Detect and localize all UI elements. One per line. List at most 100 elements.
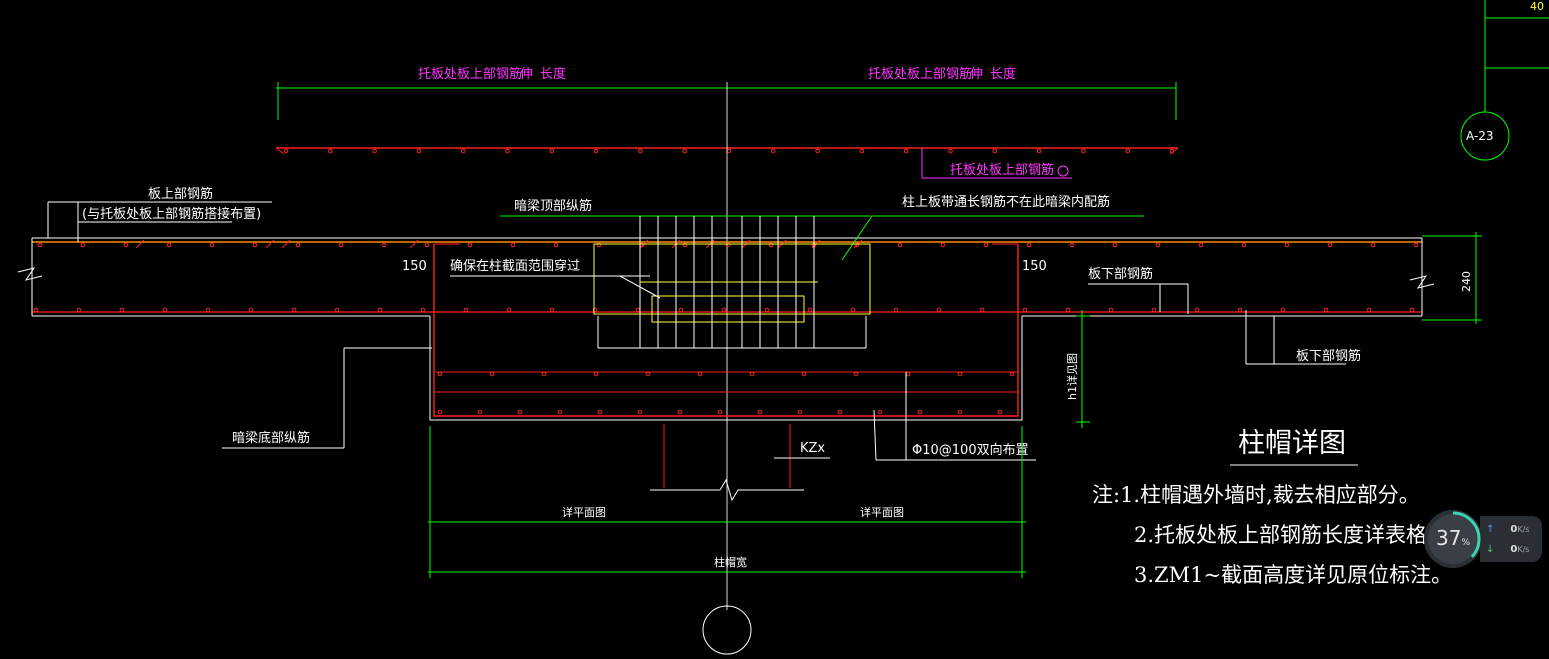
ensure-note: 确保在柱截面范围穿过	[450, 258, 580, 274]
rebar-dot	[593, 371, 599, 377]
rebar-dot	[1108, 307, 1114, 313]
rebar-dot	[957, 371, 963, 377]
rebar-dot	[1022, 307, 1028, 313]
rebar-dot	[1280, 307, 1286, 313]
rebar-dot	[877, 409, 883, 415]
top-label-right: 托板处板上部钢筋	[868, 66, 972, 82]
download-value: 0	[1510, 544, 1518, 555]
dim-h1-note: h1详见图	[1065, 353, 1079, 400]
upload-value: 0	[1510, 524, 1518, 535]
rebar-dot	[726, 148, 732, 154]
rebar-dot	[119, 307, 125, 313]
rebar-dot	[295, 242, 301, 248]
rebar-dot	[467, 242, 473, 248]
slab-top-rebar-leader	[47, 201, 272, 242]
rebar-dot	[682, 242, 688, 248]
rebar-dot	[549, 307, 555, 313]
rebar-dot	[291, 307, 297, 313]
usage-percent-sign: %	[1461, 538, 1471, 548]
rebar-dot	[983, 242, 989, 248]
rebar-hook	[135, 239, 145, 249]
top-label-left: 托板处板上部钢筋	[418, 66, 522, 82]
rebar-dot	[553, 242, 559, 248]
network-speed-widget[interactable]: ↑0K/s ↓0K/s 37%	[1424, 510, 1542, 568]
note-3: 3.ZM1~截面高度详见原位标注。	[1134, 563, 1452, 587]
usage-percent: 37%	[1436, 526, 1470, 550]
slab-top-rebar-note: (与托板处板上部钢筋搭接布置)	[82, 206, 261, 222]
rebar-hook	[409, 239, 419, 249]
rebar-dot	[1370, 242, 1376, 248]
rebar-dot	[645, 371, 651, 377]
break-mark-right	[1409, 275, 1435, 289]
column-strip-leader	[841, 215, 873, 261]
rebar-dot	[979, 307, 985, 313]
dim-150-left: 150	[402, 259, 427, 274]
column-capital-outline	[429, 243, 1023, 421]
dim-right-half: 详平面图	[860, 505, 904, 519]
rebar-dot	[37, 242, 43, 248]
download-rate: ↓0K/s	[1486, 544, 1529, 555]
rebar-dot	[592, 307, 598, 313]
ensure-leader-2	[619, 275, 661, 299]
stirrup-note: Φ10@100双向布置	[912, 442, 1029, 458]
rebar-dot	[721, 307, 727, 313]
dim-total: 柱帽宽	[714, 555, 747, 569]
rebar-dot	[678, 307, 684, 313]
drawing-title: 柱帽详图	[1238, 428, 1346, 459]
rebar-dot	[248, 307, 254, 313]
rebar-dot	[1036, 148, 1042, 154]
rebar-dot	[334, 307, 340, 313]
hidden-beam-bottom-leader	[222, 347, 432, 449]
rebar-dot	[372, 148, 377, 154]
bottom-dimensions	[428, 426, 1026, 578]
rebar-dot	[328, 148, 333, 154]
rebar-dot	[424, 242, 430, 248]
rebar-dot	[510, 242, 516, 248]
rebar-dot	[283, 148, 289, 154]
stirrup-leader	[873, 372, 1036, 461]
rebar-dot	[837, 409, 843, 415]
rebar-dot	[1194, 307, 1200, 313]
rebar-dot	[80, 242, 86, 248]
rebar-dot	[897, 242, 903, 248]
rebar-dot	[1125, 148, 1130, 154]
rebar-dot	[209, 242, 215, 248]
usage-percent-value: 37	[1436, 526, 1462, 550]
column-kz	[650, 424, 804, 502]
rebar-dot	[801, 371, 807, 377]
rebar-dot	[638, 148, 643, 154]
rebar-dot	[1169, 148, 1175, 154]
rebar-dot	[549, 148, 555, 154]
rebar-dot	[797, 409, 803, 415]
slab-top-rebar-label: 板上部钢筋	[148, 186, 213, 202]
rebar-dot	[1081, 148, 1086, 154]
rebar-dot	[957, 409, 963, 415]
note-2: 2.托板处板上部钢筋长度详表格。	[1134, 523, 1448, 547]
column-label: KZx	[800, 441, 825, 456]
rebar-dot	[1198, 242, 1204, 248]
rebar-dot	[940, 242, 946, 248]
rebar-dot	[635, 307, 641, 313]
rebar-dot	[460, 148, 466, 154]
rebar-dot	[420, 307, 426, 313]
rebar-dot	[1409, 307, 1415, 313]
usage-ring: 37%	[1424, 510, 1482, 568]
slab-bottom-rebar-label-2: 板下部钢筋	[1296, 348, 1361, 364]
rebar-dot	[992, 148, 998, 154]
column-strip-note: 柱上板带通长钢筋不在此暗梁内配筋	[902, 194, 1110, 210]
rebar-dot	[757, 409, 763, 415]
rebar-dot	[162, 307, 168, 313]
rebar-dot	[853, 371, 859, 377]
rebar-dot	[768, 242, 774, 248]
rebar-dot	[807, 307, 813, 313]
rebar-dot	[859, 148, 865, 154]
rebar-dot	[1065, 307, 1071, 313]
rebar-dot	[437, 409, 443, 415]
note-1: 注:1.柱帽遇外墙时,裁去相应部分。	[1092, 483, 1420, 507]
break-mark-left	[17, 267, 43, 281]
rebar-dot	[850, 307, 856, 313]
rebar-dot	[377, 307, 383, 313]
axis-tag-group	[1460, 0, 1549, 161]
slab-bottom-rebar-leader	[1088, 283, 1346, 365]
